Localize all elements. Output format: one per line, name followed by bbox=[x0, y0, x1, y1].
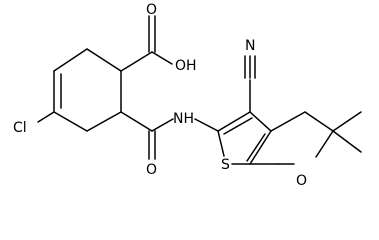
bonds bbox=[37, 15, 362, 165]
bond-th-c3a-c7a-double bbox=[246, 133, 266, 162]
nitrile-nitrogen-label: N bbox=[245, 38, 255, 54]
bond-th-c3-c3a bbox=[249, 111, 272, 132]
bond-th-c2-c3-double bbox=[223, 117, 253, 135]
bond-th-s-c2 bbox=[217, 130, 225, 157]
chlorine-label: Cl bbox=[13, 120, 27, 136]
bond-pyran-c3a-c4 bbox=[270, 111, 306, 132]
amide-oxygen-label: O bbox=[146, 162, 157, 178]
hydroxyl-label: OH bbox=[175, 58, 197, 74]
bond-c3-c4 bbox=[53, 111, 88, 132]
bond-cooh-oh bbox=[151, 51, 173, 65]
carboxyl-oxygen-label: O bbox=[146, 2, 157, 18]
bond-c6-c1 bbox=[86, 48, 122, 72]
atom-labels: Cl O OH O NH N S O bbox=[13, 2, 307, 189]
bond-c1-c2 bbox=[53, 48, 88, 72]
ring-oxygen-label: O bbox=[296, 173, 307, 189]
bond-c3-cl bbox=[37, 111, 55, 123]
molecule-structure: Cl O OH O NH N S O bbox=[13, 2, 362, 189]
bond-th-c2-c3 bbox=[217, 111, 251, 132]
bond-c6-cooh bbox=[120, 51, 153, 72]
bond-c4-c5 bbox=[86, 111, 122, 132]
bond-c5-amide bbox=[120, 111, 153, 132]
sulfur-label: S bbox=[221, 157, 230, 173]
bond-pyran-c5-o bbox=[315, 130, 334, 158]
bond-methyl-2 bbox=[332, 130, 362, 153]
bond-amide-nh bbox=[151, 118, 174, 132]
bond-nh-thiophene bbox=[194, 118, 219, 132]
bond-pyran-c4-c5 bbox=[304, 111, 334, 132]
bond-methyl-1 bbox=[332, 111, 362, 132]
bond-th-c3a-c7a bbox=[249, 130, 272, 165]
amide-nitrogen-label: NH bbox=[173, 111, 194, 127]
